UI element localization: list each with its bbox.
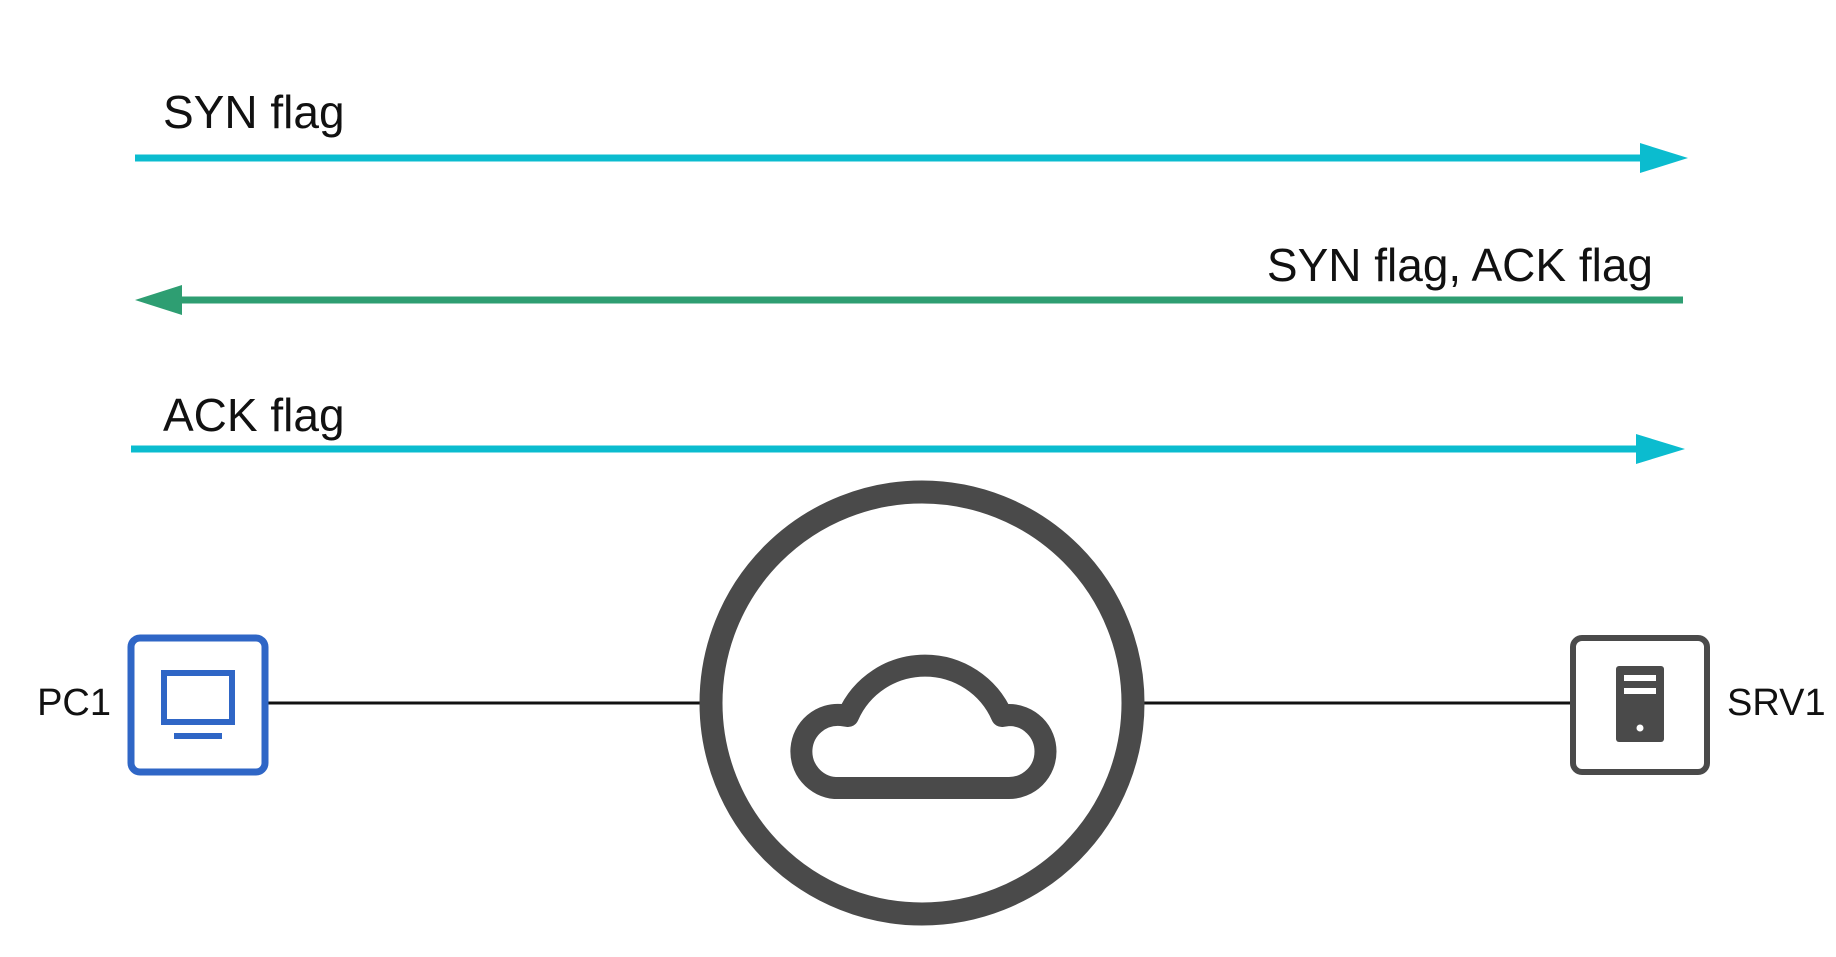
node-cloud[interactable] [699,480,1145,926]
pc1-frame [127,634,269,776]
message-ack-arrowhead [1636,434,1685,464]
node-pc1[interactable] [127,634,269,776]
pc1-label: PC1 [37,682,111,724]
node-srv1[interactable] [1570,635,1710,775]
message-syn-label: SYN flag [163,86,345,138]
cloud-node-ring [699,480,1145,926]
server-tower-icon [1616,666,1664,742]
message-syn-ack-label: SYN flag, ACK flag [1267,239,1653,291]
message-syn-ack: SYN flag, ACK flag [135,239,1683,315]
message-ack: ACK flag [131,389,1685,464]
message-ack-label: ACK flag [163,389,345,441]
message-syn: SYN flag [135,86,1688,173]
desktop-computer-icon [161,670,235,739]
cloud-icon [790,654,1057,799]
message-syn-ack-arrowhead [135,285,182,315]
srv1-label: SRV1 [1727,682,1826,724]
message-syn-arrowhead [1640,143,1688,173]
